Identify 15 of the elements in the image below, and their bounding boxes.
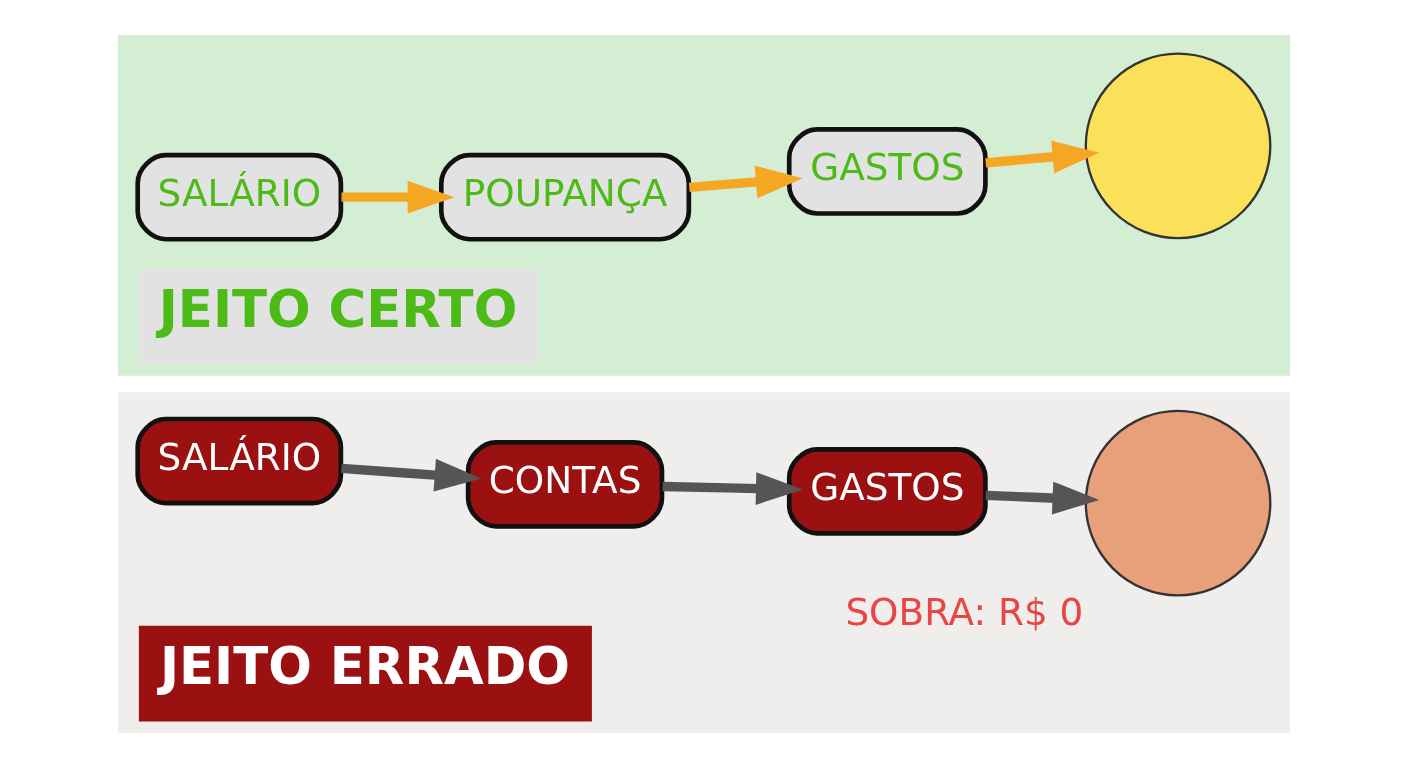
arrow — [985, 481, 1100, 515]
arrow — [662, 472, 803, 505]
arrow — [985, 140, 1100, 174]
node-box: GASTOS — [786, 127, 988, 216]
arrow — [341, 458, 482, 492]
node-circle — [1084, 52, 1272, 240]
node-box: GASTOS — [786, 447, 988, 536]
node-circle — [1084, 409, 1272, 597]
node-box: POUPANÇA — [438, 152, 692, 242]
arrow — [341, 180, 455, 214]
arrow — [688, 165, 803, 199]
node-box: SALÁRIO — [135, 416, 344, 506]
node-label: SOBRA: R$ 0 — [845, 590, 1084, 635]
node-box: SALÁRIO — [135, 152, 344, 242]
node-box: CONTAS — [465, 440, 665, 529]
